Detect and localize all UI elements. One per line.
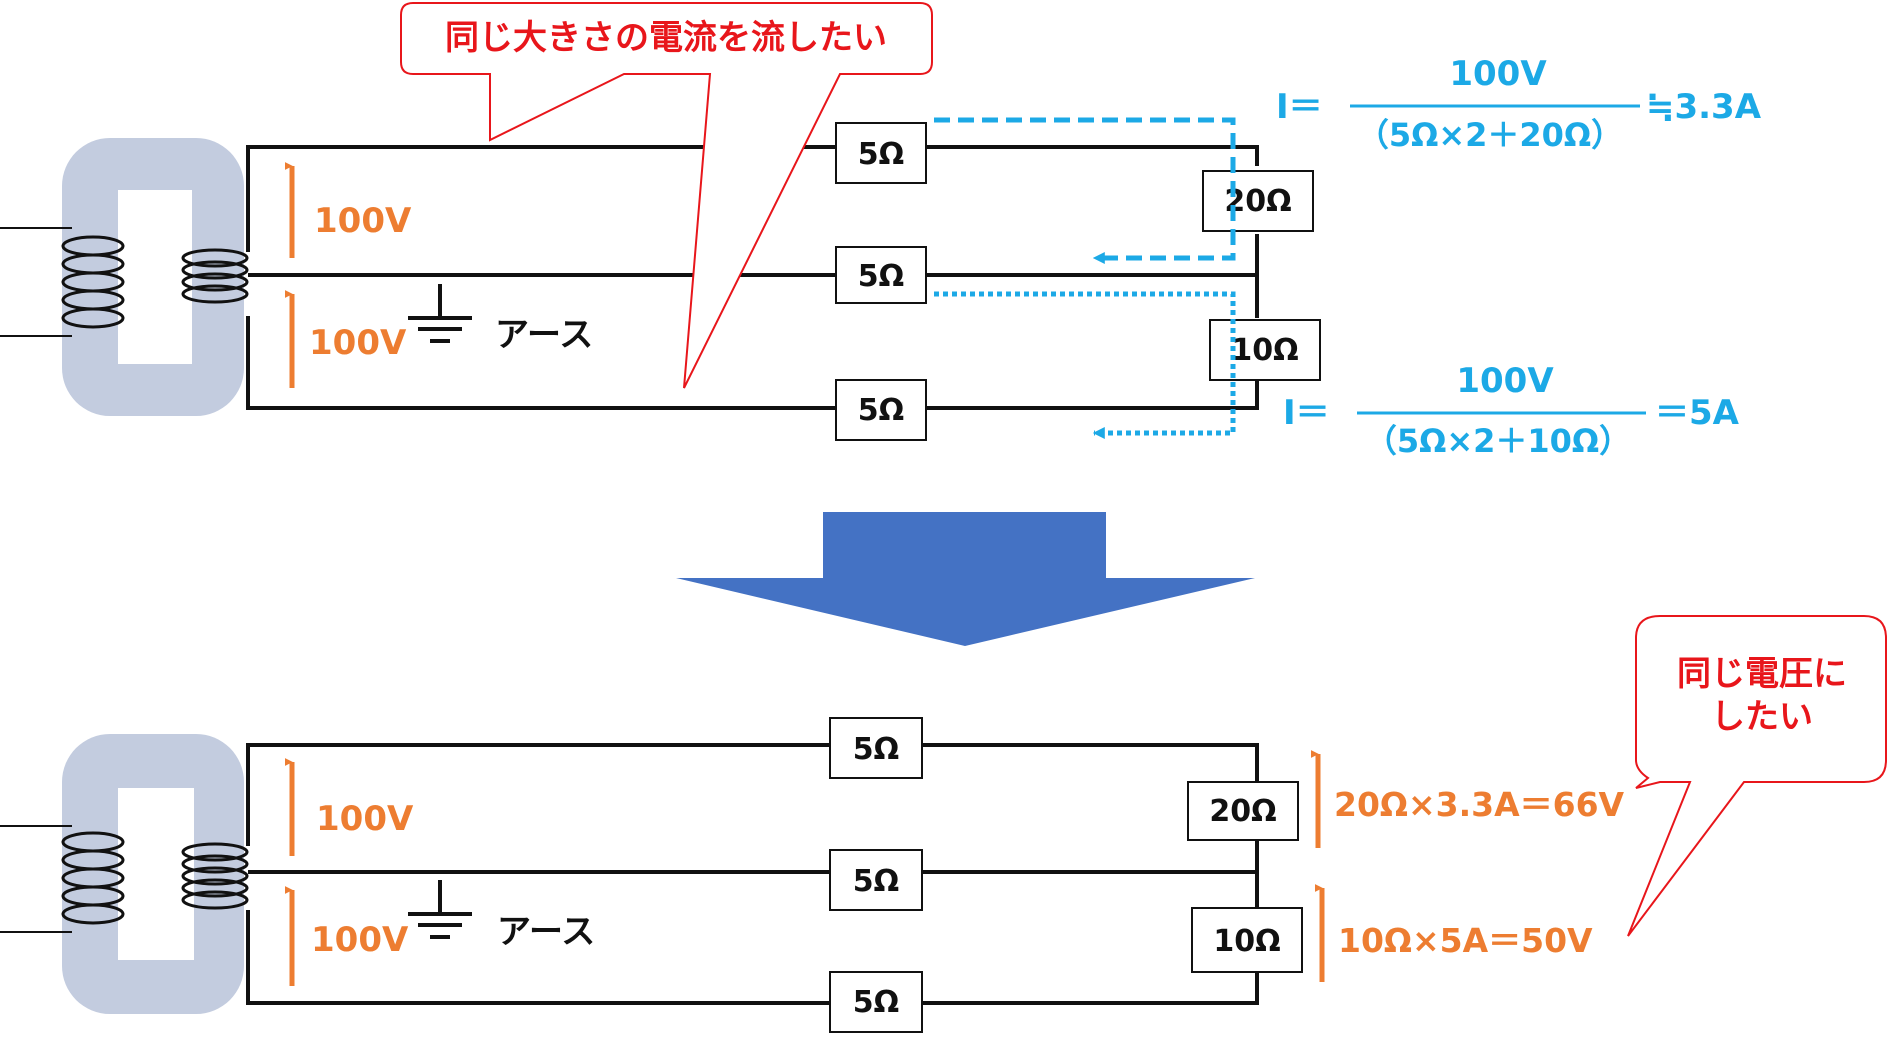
top-resistor-1: 5Ω — [835, 122, 927, 184]
transformer-core-window — [118, 788, 194, 960]
callout-bubble — [1627, 615, 1887, 937]
bottom-wires — [246, 743, 1259, 1005]
formula-1: I＝ 100V （5Ω×2＋20Ω） ≒3.3A — [1276, 54, 1762, 154]
bottom-load-10: 10Ω — [1191, 907, 1303, 973]
top-load-20: 20Ω — [1202, 170, 1314, 232]
bottom-resistor-3: 5Ω — [829, 971, 923, 1033]
voltage-label: 100V — [316, 799, 414, 839]
secondary-coil — [181, 842, 249, 910]
formula-lhs: I＝ — [1283, 393, 1330, 433]
resistor-label: 10Ω — [1231, 333, 1298, 368]
formula-denominator: （5Ω×2＋20Ω） — [1357, 116, 1623, 154]
voltage-drop-label: 10Ω×5A＝50V — [1338, 921, 1593, 960]
current-path-20 — [934, 117, 1236, 264]
primary-lead — [0, 227, 72, 337]
resistor-label: 10Ω — [1213, 924, 1280, 959]
primary-lead — [0, 825, 72, 933]
callout-text-line1: 同じ電圧に — [1677, 654, 1847, 694]
voltage-label: 100V — [309, 323, 407, 363]
resistor-label: 5Ω — [858, 393, 904, 428]
current-path-10 — [934, 291, 1236, 439]
callout-text-line2: したい — [1711, 697, 1813, 737]
formula-numerator: 100V — [1449, 54, 1547, 94]
bottom-circuit: 5Ω 5Ω 5Ω 20Ω 10Ω 100V 100V アース — [0, 615, 1887, 1033]
resistor-label: 20Ω — [1209, 794, 1276, 829]
top-resistor-2: 5Ω — [835, 246, 927, 304]
formula-lhs: I＝ — [1276, 87, 1323, 127]
bottom-resistor-1: 5Ω — [829, 717, 923, 779]
resistor-label: 5Ω — [853, 985, 899, 1020]
top-resistor-3: 5Ω — [835, 379, 927, 441]
resistor-label: 20Ω — [1224, 184, 1291, 219]
resistor-label: 5Ω — [858, 259, 904, 294]
resistor-label: 5Ω — [853, 732, 899, 767]
formula-denominator: （5Ω×2＋10Ω） — [1365, 422, 1631, 460]
ground-icon — [408, 284, 472, 343]
secondary-coil — [181, 248, 249, 304]
down-arrow-icon — [676, 512, 1255, 646]
ground-label: アース — [497, 912, 595, 952]
bottom-resistor-2: 5Ω — [829, 849, 923, 911]
voltage-label: 100V — [311, 920, 409, 960]
voltage-label: 100V — [314, 201, 412, 241]
callout-text: 同じ大きさの電流を流したい — [445, 18, 887, 58]
callout-bubble — [400, 2, 933, 389]
formula-2: I＝ 100V （5Ω×2＋10Ω） ＝5A — [1283, 361, 1740, 460]
top-circuit: 5Ω 5Ω 5Ω 20Ω 10Ω 100V 100V アース — [0, 2, 1762, 460]
primary-coil — [61, 831, 125, 925]
top-load-10: 10Ω — [1209, 319, 1321, 381]
formula-result: ＝5A — [1655, 393, 1740, 433]
formula-result: ≒3.3A — [1646, 87, 1762, 127]
voltage-drop-label: 20Ω×3.3A＝66V — [1334, 785, 1625, 824]
ground-label: アース — [495, 315, 593, 355]
resistor-label: 5Ω — [853, 864, 899, 899]
resistor-label: 5Ω — [858, 137, 904, 172]
bottom-load-20: 20Ω — [1187, 781, 1299, 841]
ground-icon — [408, 880, 472, 939]
primary-coil — [61, 235, 125, 329]
transformer-core-window — [118, 190, 192, 364]
formula-numerator: 100V — [1456, 361, 1554, 401]
